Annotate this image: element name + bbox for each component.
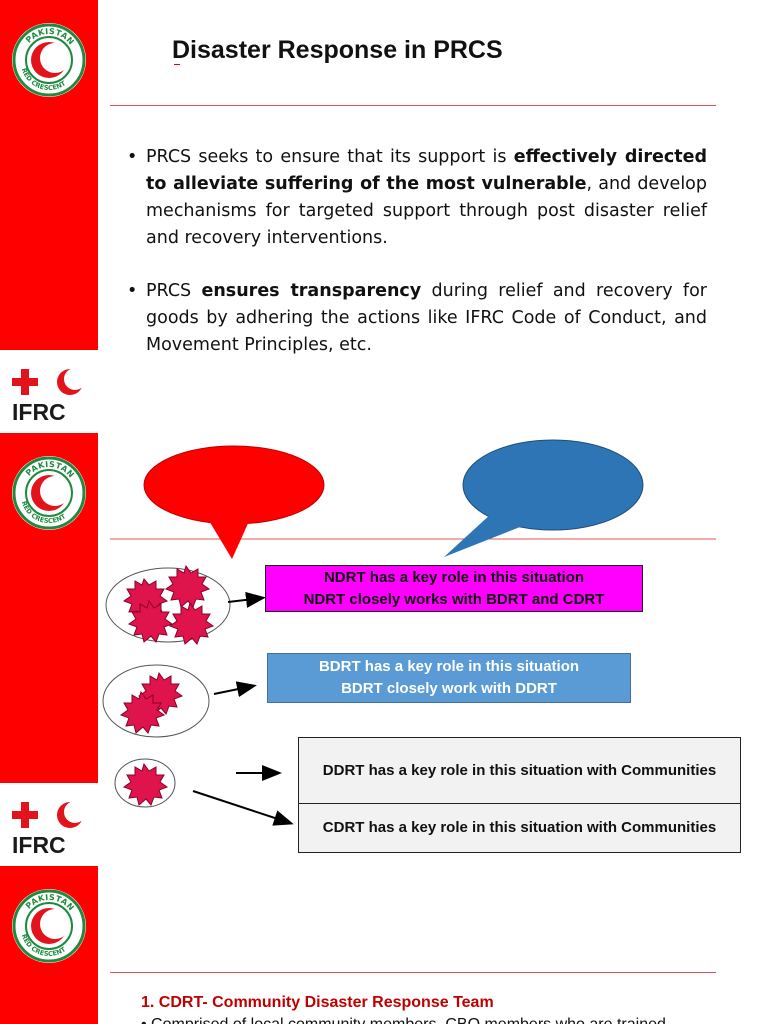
prcs-logo-icon: PAKISTAN RED CRESCENT (12, 456, 86, 530)
section-text-content: Comprised of local community members, CB… (151, 1016, 666, 1024)
slide-1: PAKISTAN RED CRESCENT IFRC Disaster Resp… (0, 0, 768, 433)
ndrt-line-1: NDRT has a key role in this situation (323, 568, 585, 586)
bdrt-cluster (102, 664, 210, 738)
bullet-text: , and develop mechanisms for targeted su… (146, 174, 707, 248)
ifrc-band: IFRC (0, 350, 98, 433)
ifrc-logo-icon: IFRC (12, 801, 86, 856)
ndrt-cluster (105, 564, 231, 645)
red-sidebar: PAKISTAN RED CRESCENT (0, 866, 98, 1024)
prcs-logo-icon: PAKISTAN RED CRESCENT (12, 889, 86, 963)
ifrc-logo-icon: IFRC (12, 368, 86, 423)
arrow-ndrt (227, 591, 266, 608)
blue-speech-bubble (444, 439, 644, 557)
title-underline-mark (174, 64, 180, 65)
ddrt-text: DDRT has a key role in this situation wi… (322, 761, 717, 779)
ddrt-box: DDRT has a key role in this situation wi… (298, 737, 741, 804)
red-sidebar: PAKISTAN RED CRESCENT (0, 0, 98, 350)
bullet-item: • PRCS seeks to ensure that its support i… (127, 144, 707, 252)
svg-text:IFRC: IFRC (12, 832, 66, 856)
bullet-text: effectively directed to alleviate suffer… (146, 147, 707, 194)
burst (127, 599, 174, 643)
ndrt-line-2: NDRT closely works with BDRT and CDRT (303, 590, 605, 608)
svg-text:IFRC: IFRC (12, 399, 66, 423)
burst (119, 690, 166, 734)
slide-divider (110, 972, 716, 973)
bullet-list: • PRCS seeks to ensure that its support i… (127, 144, 707, 385)
burst (122, 762, 169, 806)
arrow-bdrt (213, 681, 257, 698)
title-divider (110, 105, 716, 106)
bdrt-box: BDRT has a key role in this situation BD… (267, 653, 631, 703)
arrow-cdrt (192, 790, 294, 826)
red-speech-bubble (143, 445, 325, 559)
bdrt-line-2: BDRT closely work with DDRT (341, 680, 557, 697)
bullet-dot: • (127, 147, 138, 167)
slide-title: Disaster Response in PRCS (172, 36, 503, 64)
ifrc-band: IFRC (0, 783, 98, 866)
cdrt-text: CDRT has a key role in this situation wi… (322, 819, 717, 836)
bdrt-line-1: BDRT has a key role in this situation (318, 658, 580, 675)
cdrt-box: CDRT has a key role in this situation wi… (298, 804, 741, 853)
burst (168, 601, 215, 645)
bullet-item: • PRCS ensures transparency during relief… (127, 278, 707, 359)
slide-3: PAKISTAN RED CRESCENT 1. CDRT- Community… (0, 866, 768, 1024)
red-sidebar: PAKISTAN RED CRESCENT (0, 433, 98, 783)
prcs-logo-icon: PAKISTAN RED CRESCENT (12, 23, 86, 97)
bullet-dot: • (127, 281, 138, 301)
bullet-text: ensures transparency (201, 281, 422, 301)
bullet-text: PRCS (146, 281, 202, 301)
bullet-text: PRCS seeks to ensure that its support is (146, 147, 514, 167)
slide-2: PAKISTAN RED CRESCENT IFRC (0, 433, 768, 866)
ndrt-box: NDRT has a key role in this situation ND… (265, 565, 643, 612)
section-heading: 1. CDRT- Community Disaster Response Tea… (141, 994, 494, 1011)
community-cluster (114, 758, 176, 808)
diagram-art (102, 439, 716, 826)
section-text: • Comprised of local community members, … (141, 1016, 666, 1024)
bullet-text: during relief and recovery for goods by … (146, 281, 707, 355)
burst (164, 564, 211, 608)
